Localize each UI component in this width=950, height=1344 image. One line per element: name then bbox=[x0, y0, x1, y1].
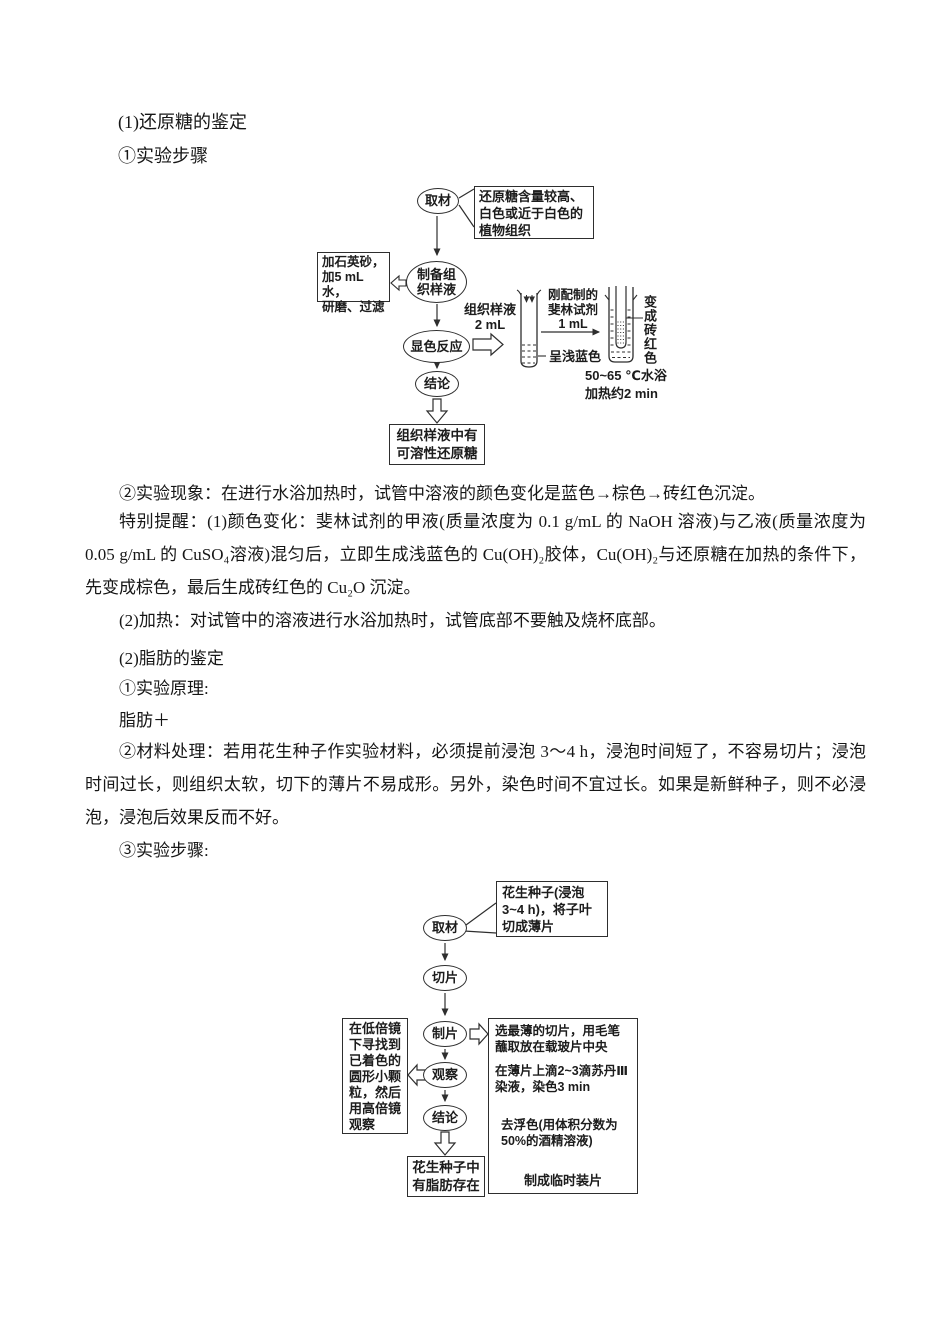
fc2-node-mount: 制片 bbox=[423, 1021, 467, 1047]
para-phenomenon: ②实验现象：在进行水浴加热时，试管中溶液的颜色变化是蓝色→棕色→砖红色沉淀。 bbox=[119, 484, 765, 503]
fc1-label-light-blue: 呈浅蓝色 bbox=[549, 349, 602, 364]
fc2-box-result: 花生种子中 有脂肪存在 bbox=[407, 1156, 485, 1197]
heading-fat-identification: (2)脂肪的鉴定 bbox=[119, 649, 224, 668]
fc1-label-fehling-reagent: 刚配制的 斐林试剂 1 mL bbox=[547, 288, 598, 331]
fc1-box-grind: 加石英砂， 加5 mL水， 研磨、过滤 bbox=[317, 252, 390, 314]
fc1-node-conclusion: 结论 bbox=[415, 371, 459, 397]
fc1-label-water-bath: 50~65 ℃水浴 加热约2 min bbox=[585, 368, 667, 401]
para-material-handling: ②材料处理：若用花生种子作实验材料，必须提前浸泡 3～4 h，浸泡时间短了，不容… bbox=[85, 742, 866, 827]
fc2-box-procedure: 选最薄的切片，用毛笔 蘸取放在载玻片中央 在薄片上滴2~3滴苏丹Ⅲ 染液，染色3… bbox=[488, 1018, 638, 1194]
heading-experiment-steps-2: ③实验步骤: bbox=[119, 841, 209, 860]
fc2-step-done: 制成临时装片 bbox=[523, 1173, 602, 1188]
fc2-node-observe: 观察 bbox=[423, 1062, 467, 1088]
fc1-node-prepare: 制备组 织样液 bbox=[406, 261, 467, 303]
heading-experiment-principle: ①实验原理: bbox=[119, 679, 209, 698]
fc2-callout-material: 花生种子(浸泡 3~4 h)，将子叶 切成薄片 bbox=[496, 881, 608, 937]
fc2-node-conclusion: 结论 bbox=[423, 1105, 467, 1131]
fc1-node-color-reaction: 显色反应 bbox=[403, 330, 470, 363]
fc1-node-material: 取材 bbox=[417, 188, 459, 214]
para-heating-note: (2)加热：对试管中的溶液进行水浴加热时，试管底部不要触及烧杯底部。 bbox=[119, 611, 666, 630]
para-special-reminder: 特别提醒：(1)颜色变化：斐林试剂的甲液(质量浓度为 0.1 g/mL 的 Na… bbox=[85, 512, 866, 597]
fc2-step-select: 选最薄的切片，用毛笔 蘸取放在载玻片中央 bbox=[495, 1024, 621, 1054]
fc2-node-material: 取材 bbox=[423, 915, 467, 941]
fc1-box-result: 组织样液中有 可溶性还原糖 bbox=[389, 424, 485, 465]
fc1-callout-material: 还原糖含量较高、 白色或近于白色的 植物组织 bbox=[474, 186, 594, 239]
fc2-box-microscope: 在低倍镜 下寻找到 已着色的 圆形小颗 粒，然后 用高倍镜 观察 bbox=[342, 1018, 408, 1134]
fc2-step-wash: 去浮色(用体积分数为 50%的酒精溶液) bbox=[501, 1118, 618, 1148]
text-fat-plus: 脂肪＋ bbox=[119, 711, 170, 730]
subheading-experiment-steps: ①实验步骤 bbox=[118, 146, 208, 166]
fc1-label-brick-red: 变成砖红色 bbox=[642, 295, 657, 365]
fc2-step-stain: 在薄片上滴2~3滴苏丹Ⅲ 染液，染色3 min bbox=[495, 1064, 629, 1094]
fc1-label-sample-2ml: 组织样液 2 mL bbox=[463, 302, 516, 332]
fc2-node-slice: 切片 bbox=[423, 965, 467, 991]
section-heading-reducing-sugar: (1)还原糖的鉴定 bbox=[118, 112, 247, 132]
